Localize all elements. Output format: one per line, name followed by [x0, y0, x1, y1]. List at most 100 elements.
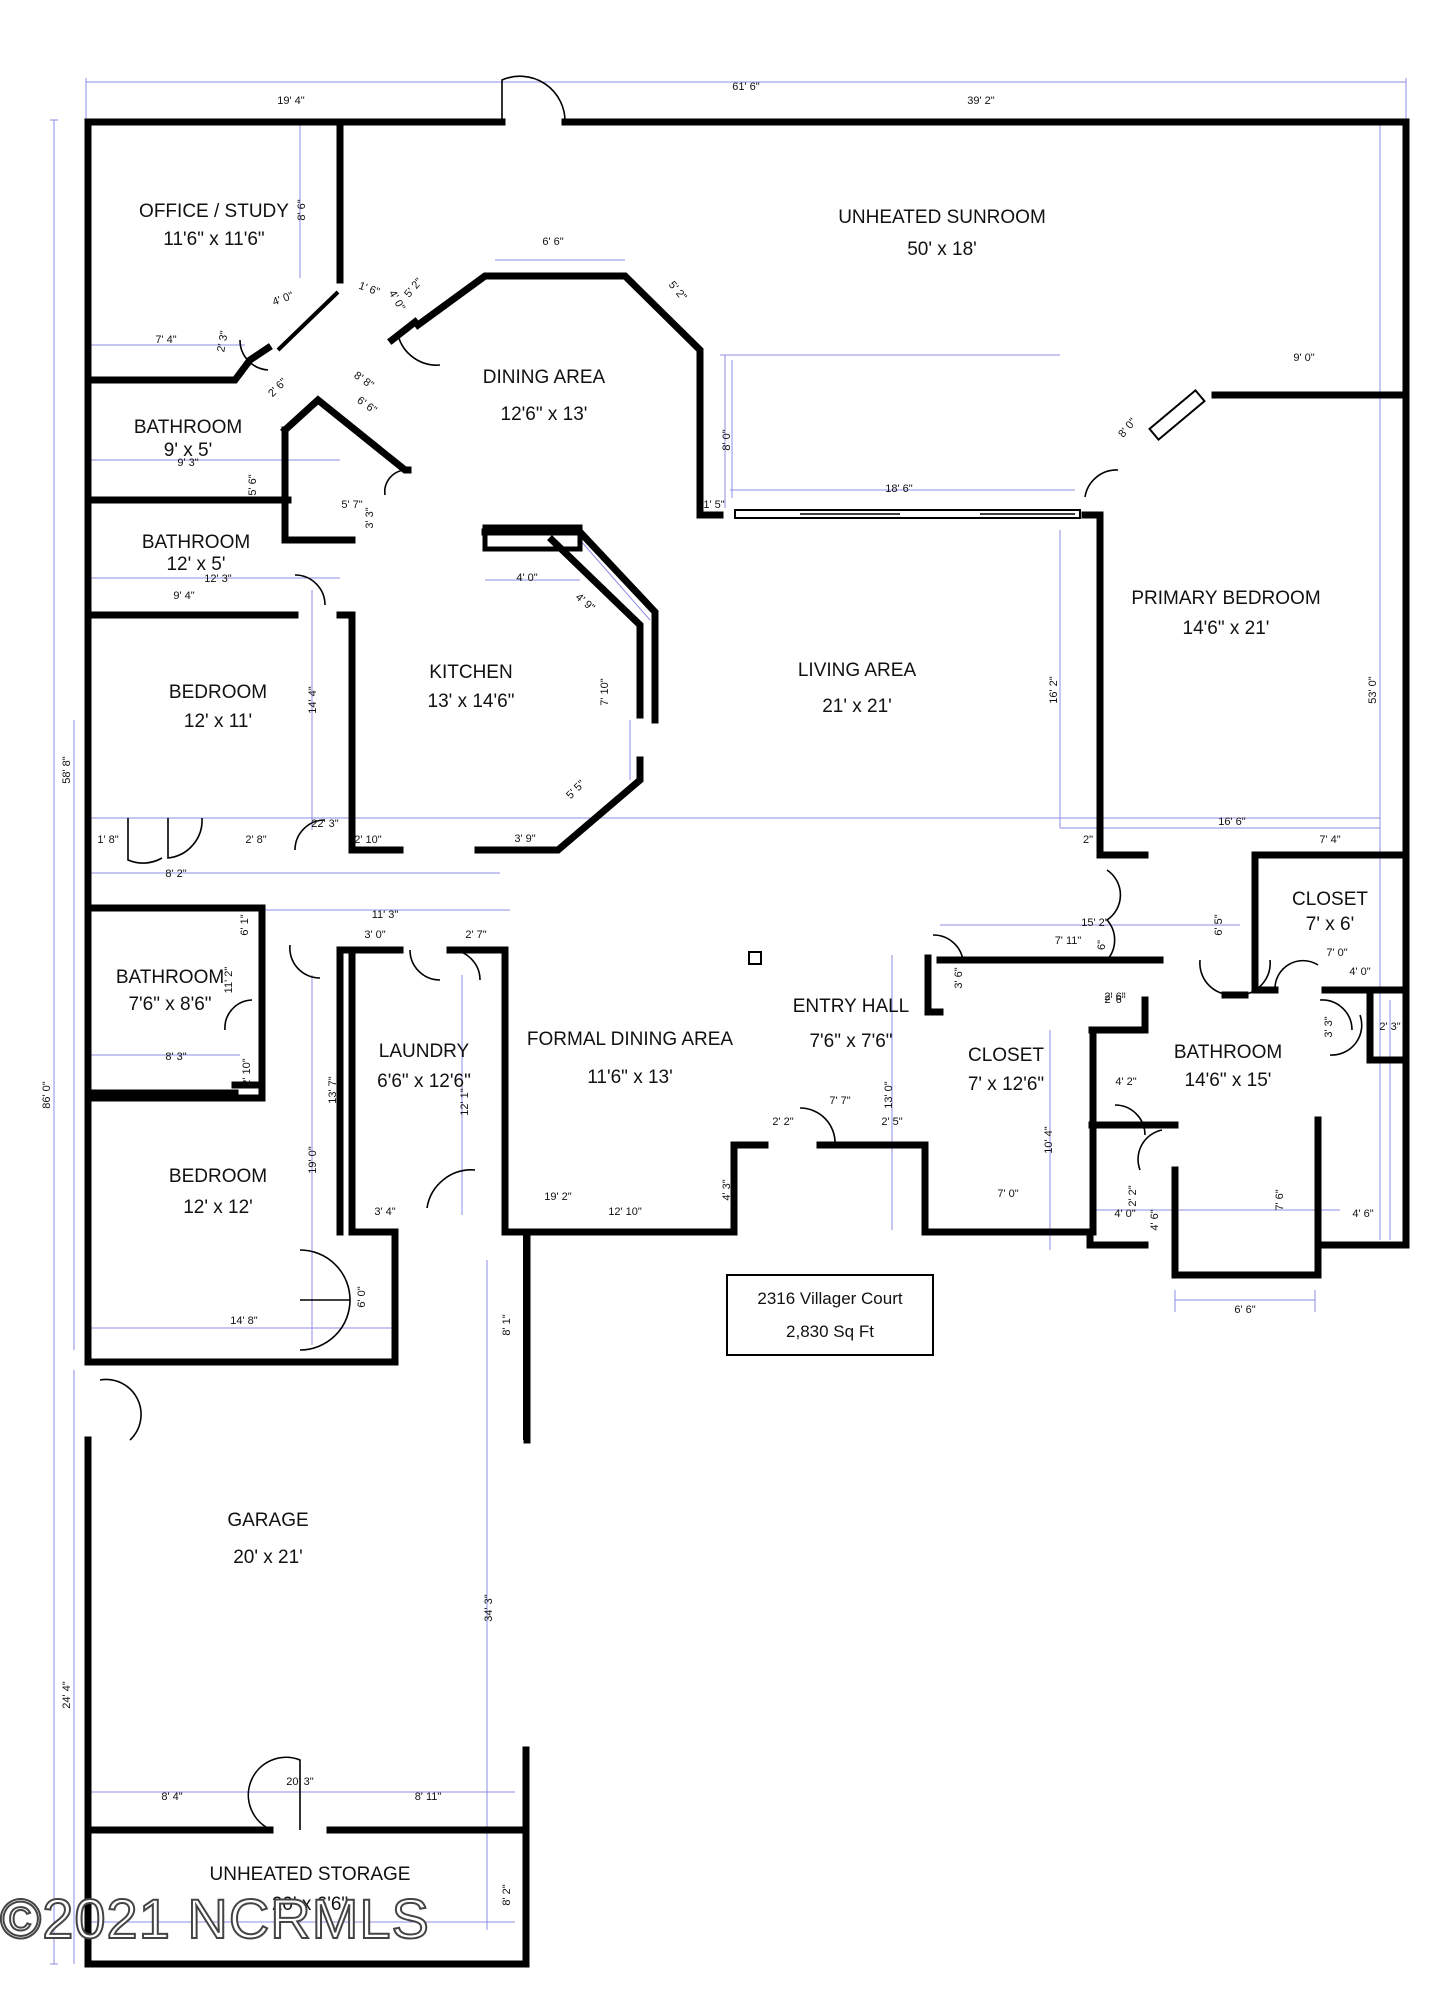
dimension-label: 4' 0" — [1349, 966, 1370, 978]
dimension-label: 7' 10" — [599, 678, 611, 706]
room-bed2-size: 12' x 12' — [183, 1197, 253, 1218]
dimension-label: 4' 0" — [1114, 1208, 1135, 1220]
dimension-lines — [50, 78, 1407, 1965]
dimension-label: 19' 0" — [307, 1146, 319, 1174]
room-bed1-name: BEDROOM — [169, 682, 267, 703]
dimension-label: 5' 7" — [341, 499, 362, 511]
address-street: 2316 Villager Court — [757, 1289, 902, 1308]
dimension-label: 16' 6" — [1218, 816, 1246, 828]
dimension-label: 53' 0" — [1367, 676, 1379, 704]
room-kitchen-name: KITCHEN — [429, 662, 512, 683]
dimension-label: 12' 10" — [608, 1206, 642, 1218]
dimension-label: 4' 9" — [573, 591, 597, 614]
room-formal-size: 11'6" x 13' — [587, 1067, 672, 1088]
room-bath2-name: BATHROOM — [142, 532, 250, 553]
dimension-label: 39' 2" — [967, 95, 995, 107]
dimension-label: 8' 2" — [501, 1884, 513, 1905]
dimension-label: 8' 6" — [296, 199, 308, 220]
room-storage-name: UNHEATED STORAGE — [210, 1864, 411, 1885]
address-box: 2316 Villager Court 2,830 Sq Ft — [726, 1274, 934, 1356]
dimension-label: 8' 1" — [501, 1314, 513, 1335]
dimension-label: 5' 2" — [402, 276, 425, 300]
dimension-label: 11' 3" — [372, 909, 399, 921]
dimension-label: 19' 2" — [544, 1191, 572, 1203]
room-dining-size: 12'6" x 13' — [501, 404, 588, 425]
room-laundry-name: LAUNDRY — [379, 1041, 470, 1062]
address-area: 2,830 Sq Ft — [786, 1322, 874, 1341]
dimension-label: 9' 0" — [1293, 352, 1314, 364]
room-sunroom-size: 50' x 18' — [907, 239, 977, 260]
dimension-label: 61' 6" — [732, 81, 760, 93]
sliding-door — [734, 388, 1206, 519]
room-bath1-size: 9' x 5' — [164, 440, 212, 461]
dimension-label: 19' 4" — [277, 95, 305, 107]
room-bed1-size: 12' x 11' — [184, 711, 252, 732]
room-bath3-size: 7'6" x 8'6" — [128, 994, 211, 1015]
dimension-label: 2' 3" — [1379, 1021, 1400, 1033]
dimension-label: 6' 5" — [1213, 914, 1225, 935]
dimension-label: 7' 4" — [155, 334, 176, 346]
dimension-label: 20' 3" — [286, 1776, 314, 1788]
dimension-label: 58' 8" — [61, 756, 73, 784]
dimension-label: 6" — [1096, 940, 1108, 950]
room-labels: OFFICE / STUDY 11'6" x 11'6" UNHEATED SU… — [116, 201, 1369, 1915]
room-living-size: 21' x 21' — [822, 696, 892, 717]
door-swings — [99, 75, 1363, 1831]
dimension-label: 14' 8" — [230, 1315, 258, 1327]
dimension-label: 7' 0" — [1326, 947, 1347, 959]
dimension-label: 2' 6" — [1104, 991, 1125, 1003]
room-sunroom-name: UNHEATED SUNROOM — [838, 207, 1046, 228]
dimension-label: 24' 4" — [61, 1681, 73, 1709]
room-closet2-name: CLOSET — [968, 1045, 1044, 1066]
dimension-label: 13' 7" — [327, 1076, 339, 1104]
dimension-label: 9' 4" — [173, 590, 194, 602]
room-closet1-size: 7' x 6' — [1306, 914, 1354, 935]
dimension-label: 4' 0" — [271, 290, 295, 309]
room-entry-name: ENTRY HALL — [793, 996, 910, 1017]
dimension-label: 6' 0" — [356, 1286, 368, 1307]
walls — [84, 118, 1410, 1968]
dimension-label: 7' 7" — [829, 1095, 850, 1107]
dimension-label: 2" — [1083, 834, 1093, 846]
dimension-label: 2' 5" — [881, 1116, 902, 1128]
dimension-label: 3' 9" — [514, 833, 535, 845]
room-garage-size: 20' x 21' — [233, 1547, 303, 1568]
room-primary-name: PRIMARY BEDROOM — [1131, 588, 1320, 609]
dimension-labels: 61' 6" 19' 4" 39' 2" 86' 0" 58' 8" 24' 4… — [41, 81, 1401, 1906]
room-garage-name: GARAGE — [227, 1510, 308, 1531]
dimension-label: 4' 2" — [1115, 1076, 1136, 1088]
dimension-label: 2' 3" — [215, 330, 231, 353]
dimension-label: 15' 2" — [1081, 917, 1109, 929]
dimension-label: 2' 8" — [245, 834, 266, 846]
room-dining-name: DINING AREA — [483, 367, 606, 388]
dimension-label: 8' 11" — [415, 1791, 442, 1803]
dimension-label: 13' 0" — [883, 1081, 895, 1109]
dimension-label: 10' 4" — [1043, 1126, 1055, 1154]
dimension-label: 7' 6" — [1274, 1189, 1286, 1210]
dimension-label: 5' 5" — [564, 778, 588, 802]
room-formal-name: FORMAL DINING AREA — [527, 1029, 734, 1050]
room-office-size: 11'6" x 11'6" — [163, 229, 264, 250]
room-bath3-name: BATHROOM — [116, 967, 224, 988]
dimension-label: 8' 0" — [721, 429, 733, 450]
dimension-label: 2' 6" — [1104, 994, 1125, 1006]
dimension-label: 4' 6" — [1352, 1208, 1373, 1220]
dimension-label: 8' 4" — [161, 1791, 182, 1803]
dimension-label: 4' 6" — [1149, 1209, 1161, 1230]
room-living-name: LIVING AREA — [798, 660, 917, 681]
dimension-label: 3' 3" — [364, 507, 376, 528]
dimension-label: 8' 2" — [165, 868, 186, 880]
dimension-label: 8' 8" — [352, 370, 376, 392]
dimension-label: 1' 8" — [97, 834, 118, 846]
dimension-label: 6' 6" — [1234, 1304, 1255, 1316]
dimension-label: 3' 6" — [953, 967, 965, 988]
dimension-label: 3' 0" — [364, 929, 385, 941]
watermark-text: ©2021 NCRMLS — [0, 1887, 430, 1950]
room-closet1-name: CLOSET — [1292, 889, 1368, 910]
dimension-label: 7' 11" — [1055, 935, 1082, 947]
center-marker — [748, 951, 762, 965]
room-laundry-size: 6'6" x 12'6" — [377, 1071, 471, 1092]
dimension-label: 34' 3" — [483, 1594, 495, 1622]
dimension-label: 7' 0" — [997, 1188, 1018, 1200]
